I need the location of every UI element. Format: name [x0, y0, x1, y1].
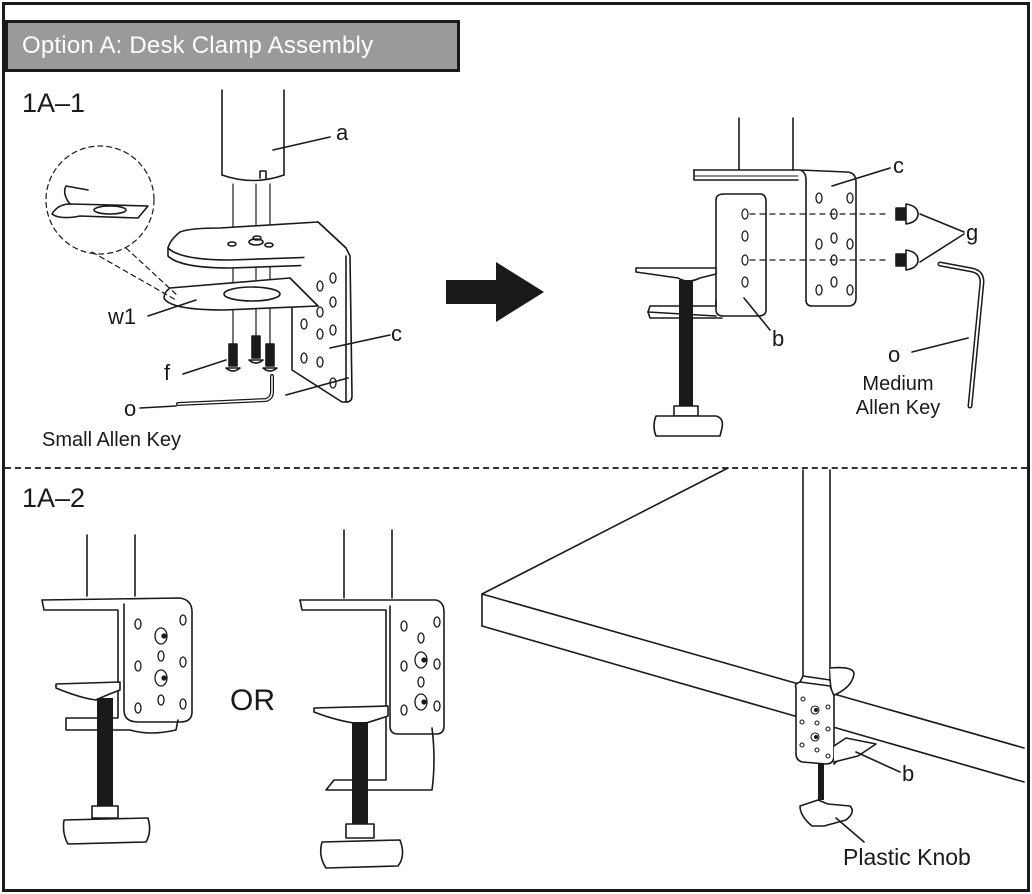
- medium-key-caption-line2: Allen Key: [855, 397, 941, 419]
- callout-plastic-knob: Plastic Knob: [843, 844, 971, 870]
- callout-c-bracket-right: c: [893, 153, 904, 178]
- desk: [481, 467, 1025, 783]
- detail-callout-circle: [45, 145, 179, 301]
- section-title-banner: Option A: Desk Clamp Assembly: [5, 20, 460, 72]
- callout-b-lower-bracket: b: [772, 326, 785, 351]
- medium-allen-key-caption: Medium Allen Key: [848, 372, 948, 420]
- callout-c-bracket: c: [391, 321, 402, 346]
- callout-w1-washer: w1: [108, 304, 137, 329]
- pole-installed: [802, 469, 831, 686]
- callout-a-pole: a: [336, 120, 349, 145]
- washer-w1: [147, 277, 319, 317]
- callout-b-installed: b: [902, 761, 915, 786]
- pole-right: [738, 117, 794, 171]
- step-divider: [5, 467, 1027, 469]
- callout-g-screws: g: [966, 220, 979, 245]
- callout-f-screws: f: [164, 360, 171, 385]
- small-allen-key-caption: Small Allen Key: [42, 429, 181, 451]
- small-allen-key-o: [139, 374, 274, 409]
- medium-key-caption-line1: Medium: [862, 373, 934, 395]
- bracket-c-exploded: [167, 221, 391, 403]
- right-arrow-icon: [446, 262, 544, 322]
- screws-g: [895, 203, 965, 271]
- or-separator: OR: [230, 684, 275, 717]
- callout-o-medium-key: o: [888, 342, 901, 367]
- pole-a: [221, 89, 331, 182]
- bracket-b-right: [647, 193, 771, 331]
- clamp-variant-1: [41, 534, 193, 845]
- medium-allen-key-o: [911, 261, 985, 409]
- step-label-1a-1: 1A–1: [22, 88, 86, 118]
- screws-f: [182, 335, 278, 375]
- step-label-1a-2: 1A–2: [22, 483, 86, 513]
- bracket-c-right: [693, 167, 891, 307]
- clamp-installed: [794, 666, 901, 843]
- callout-o-small-key: o: [124, 396, 137, 421]
- dashed-alignment-lines: [749, 213, 891, 261]
- clamp-screw-right: [635, 267, 724, 437]
- clamp-variant-2: [299, 529, 445, 869]
